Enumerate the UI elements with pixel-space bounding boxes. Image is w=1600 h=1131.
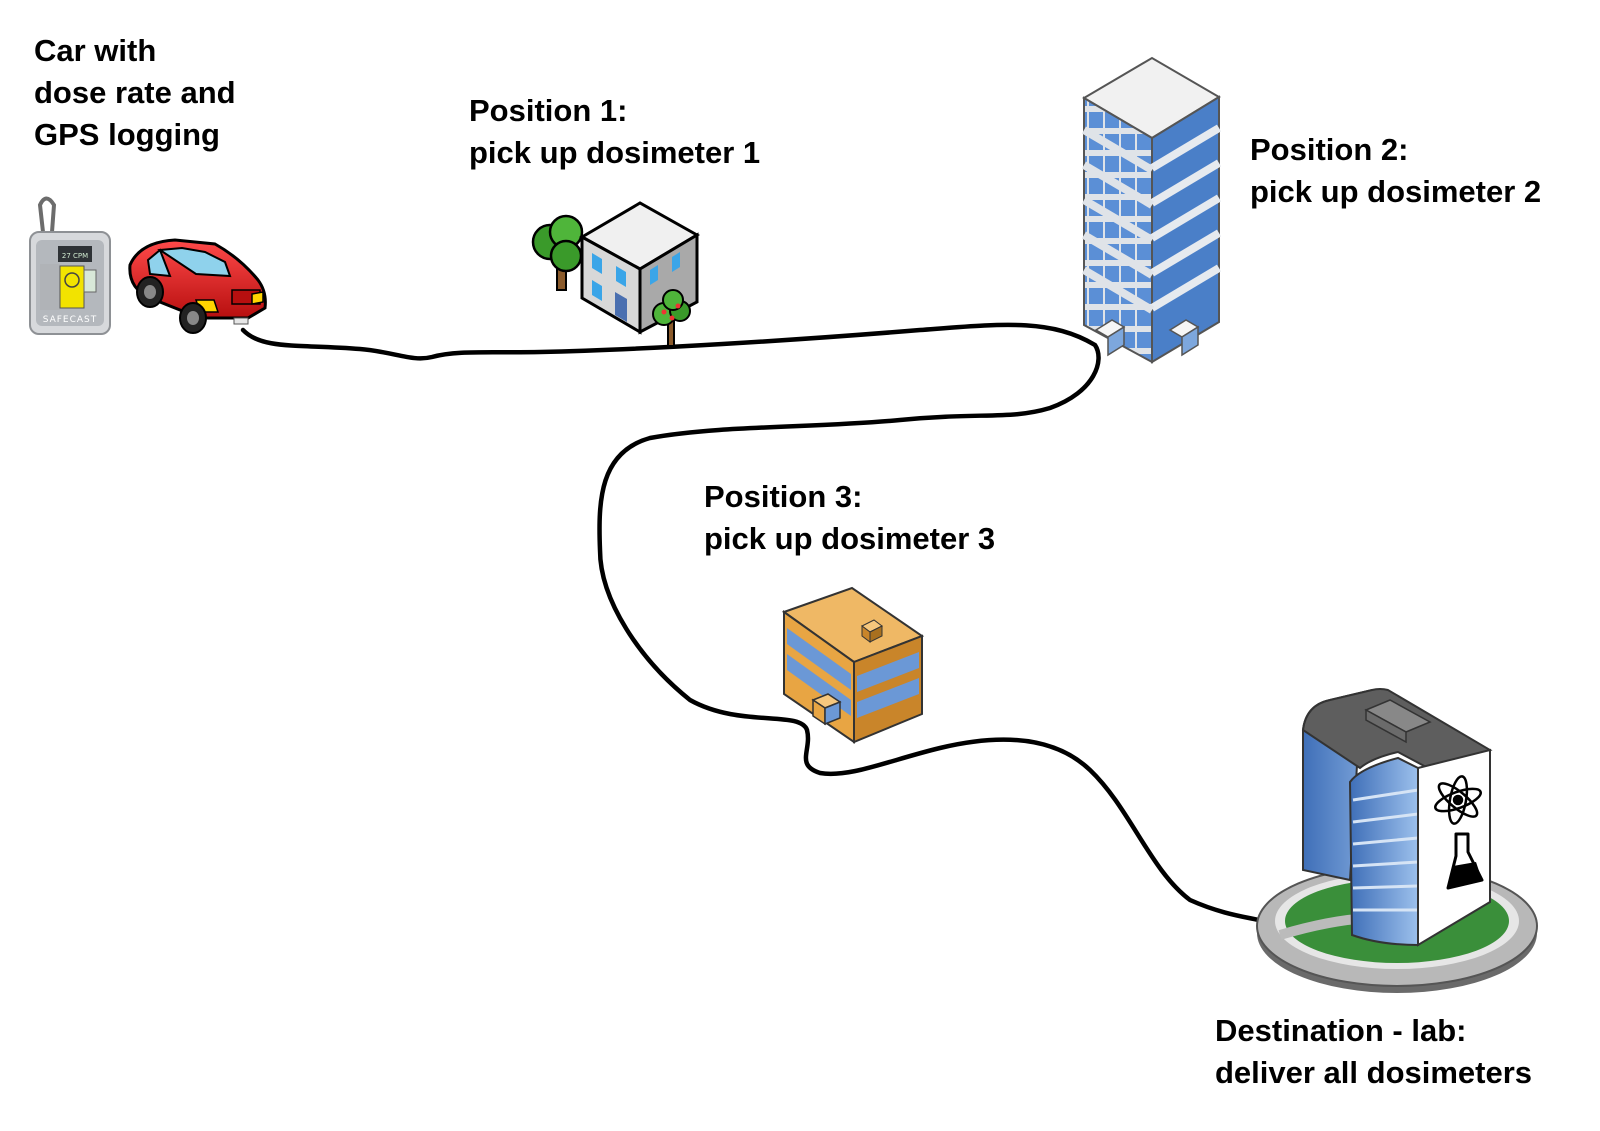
car-label-line-3: GPS logging (34, 117, 220, 152)
position-2-label: Position 2: pick up dosimeter 2 (1250, 129, 1541, 213)
flask-icon (1446, 832, 1484, 890)
device-brand-text: SAFECAST (43, 315, 98, 325)
car-label-line-2: dose rate and (34, 75, 236, 110)
position-1-label: Position 1: pick up dosimeter 1 (469, 90, 760, 174)
position-3-action: pick up dosimeter 3 (704, 521, 996, 556)
tree-icon (652, 289, 691, 347)
skyscraper-icon (1081, 56, 1222, 364)
destination-title: Destination - lab: (1215, 1013, 1467, 1048)
destination-action: deliver all dosimeters (1215, 1055, 1533, 1090)
car-icon (128, 238, 267, 334)
position-2-action: pick up dosimeter 2 (1250, 174, 1542, 209)
geiger-counter-icon: 27 CPM SAFECAST (29, 196, 111, 335)
office-building-icon (781, 586, 925, 744)
position-3-label: Position 3: pick up dosimeter 3 (704, 476, 995, 560)
position-2-title: Position 2: (1250, 132, 1409, 167)
position-3-title: Position 3: (704, 479, 863, 514)
tree-icon (531, 214, 584, 291)
route-path (240, 322, 1281, 943)
position-1-action: pick up dosimeter 1 (469, 135, 761, 170)
device-screen-text: 27 CPM (62, 252, 88, 260)
position-1-title: Position 1: (469, 93, 628, 128)
car-label-line-1: Car with (34, 33, 157, 68)
house-icon (531, 201, 700, 347)
atom-icon (1434, 775, 1482, 825)
lab-building-icon (1256, 688, 1538, 993)
car-label: Car with dose rate and GPS logging (34, 30, 236, 156)
destination-label: Destination - lab: deliver all dosimeter… (1215, 1010, 1532, 1094)
